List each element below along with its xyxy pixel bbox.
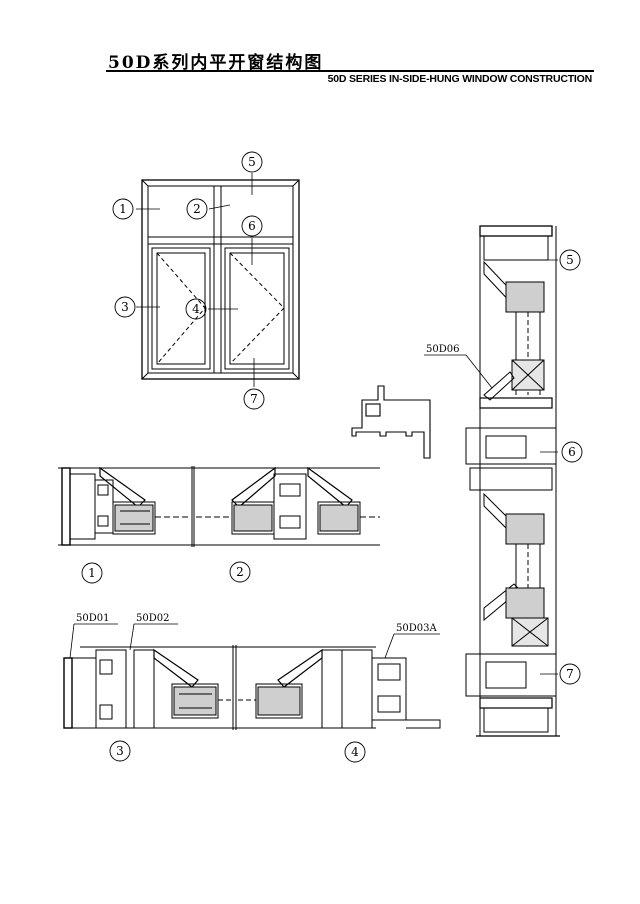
callout-3: 3 bbox=[121, 300, 129, 314]
vertical-section bbox=[465, 225, 560, 737]
section-number-5: 5 bbox=[566, 253, 574, 267]
profile-code-50d01: 50D01 bbox=[76, 613, 109, 624]
section-number-7: 7 bbox=[566, 667, 574, 681]
callout-4: 4 bbox=[192, 302, 200, 316]
profile-code-leaders bbox=[69, 354, 493, 659]
callout-circles bbox=[81, 151, 583, 763]
callout-5: 5 bbox=[248, 155, 256, 169]
section-1-2 bbox=[58, 466, 380, 547]
section-number-1: 1 bbox=[88, 566, 96, 580]
drawing-title-cn: 50D系列内平开窗结构图 bbox=[108, 53, 324, 73]
profile-code-50d06: 50D06 bbox=[426, 344, 459, 355]
drawing-title-en: 50D SERIES IN-SIDE-HUNG WINDOW CONSTRUCT… bbox=[327, 73, 593, 85]
detail-profile bbox=[351, 385, 431, 459]
elevation-callouts bbox=[136, 173, 255, 387]
profile-code-50d03a: 50D03A bbox=[396, 623, 437, 634]
section-number-4: 4 bbox=[351, 745, 359, 759]
window-elevation bbox=[141, 179, 300, 380]
section-number-3: 3 bbox=[116, 744, 124, 758]
callout-7: 7 bbox=[250, 392, 258, 406]
callout-6: 6 bbox=[248, 219, 256, 233]
section-3-4 bbox=[63, 645, 441, 730]
vertical-callout-leaders bbox=[540, 259, 558, 675]
callout-2: 2 bbox=[193, 202, 201, 216]
profile-code-50d02: 50D02 bbox=[136, 613, 169, 624]
callout-1: 1 bbox=[119, 202, 127, 216]
section-number-6: 6 bbox=[568, 445, 576, 459]
title-rule bbox=[106, 70, 594, 72]
section-number-2: 2 bbox=[236, 565, 244, 579]
